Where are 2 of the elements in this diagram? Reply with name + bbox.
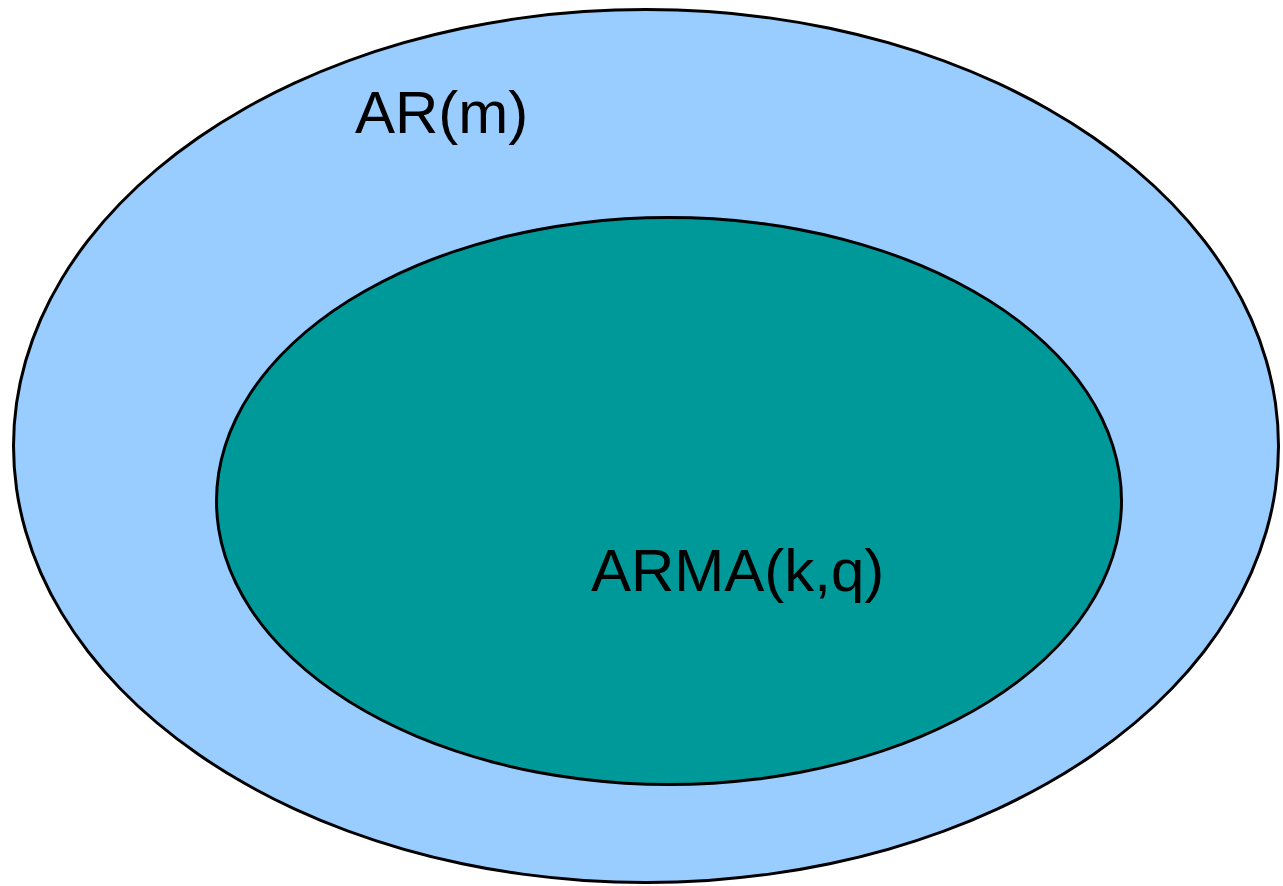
set-label: AR(m)	[355, 83, 529, 143]
set-label: ARMA(k,q)	[591, 541, 885, 601]
